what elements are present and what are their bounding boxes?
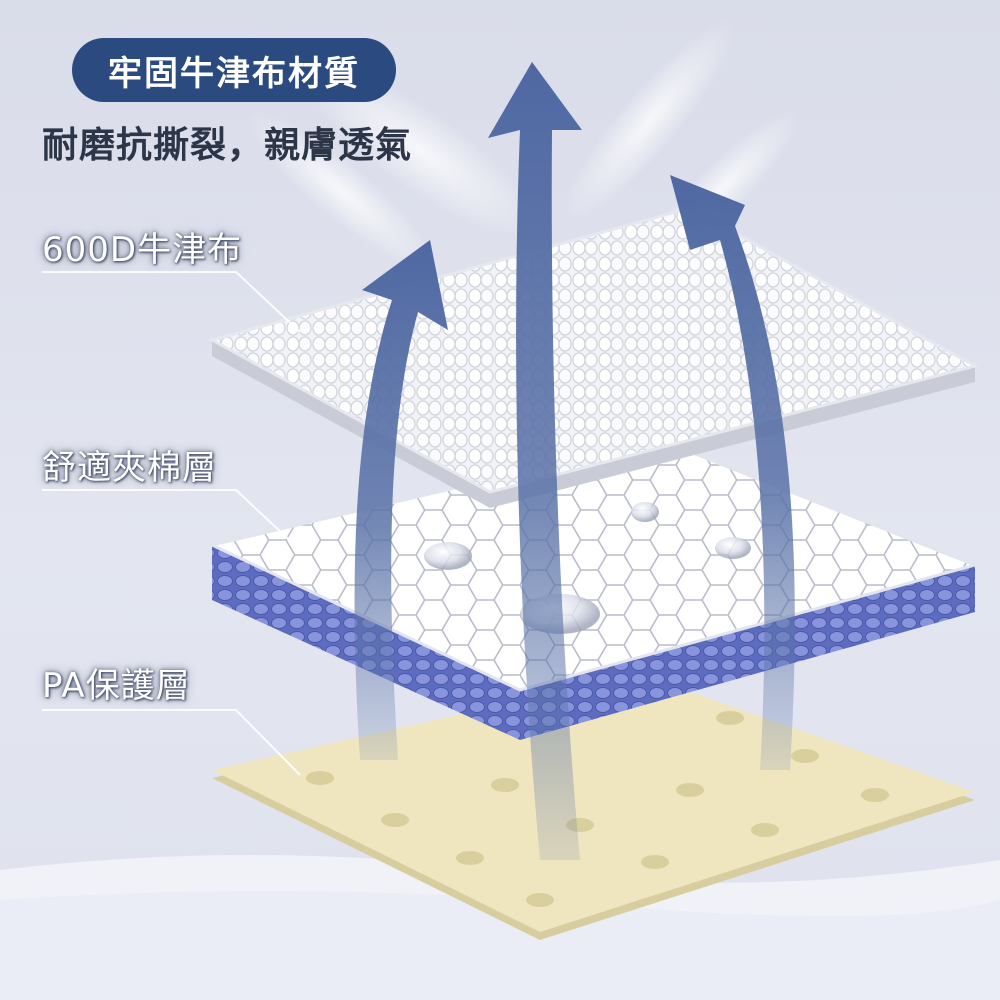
page-title: 牢固牛津布材質 xyxy=(72,38,396,102)
padding-layer xyxy=(207,438,980,740)
up-arrow-icon xyxy=(354,62,795,860)
oxford-cloth-layer xyxy=(208,206,980,508)
label-leader-lines xyxy=(42,271,301,776)
page-subtitle: 耐磨抗撕裂，親膚透氣 xyxy=(42,125,413,166)
label-padding-layer: 舒適夾棉層 xyxy=(42,448,217,488)
airflow-mist xyxy=(246,18,800,271)
label-oxford-cloth: 600D牛津布 xyxy=(42,230,243,270)
label-pa-layer: PA保護層 xyxy=(42,666,191,706)
floor-fabric xyxy=(0,855,1000,1000)
